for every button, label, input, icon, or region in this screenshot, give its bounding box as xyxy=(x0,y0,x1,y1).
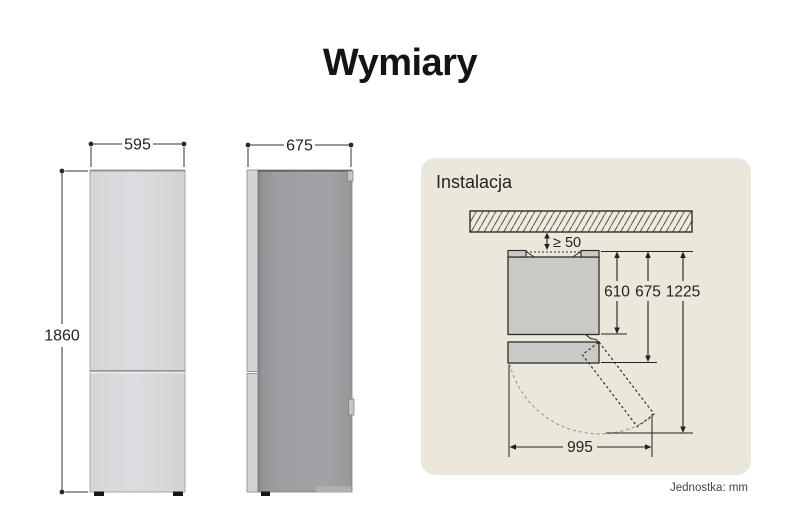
front-width-dimension xyxy=(88,141,187,167)
side-door-lower xyxy=(246,373,259,493)
open-door-outline xyxy=(581,341,655,428)
extension-lines xyxy=(601,251,693,434)
door-swing-arc xyxy=(509,363,654,435)
side-hinge-mid xyxy=(348,398,355,416)
arrow-up-icon xyxy=(614,251,620,258)
wall-hatch xyxy=(469,210,693,233)
swing-width-dimension xyxy=(508,365,653,457)
side-door-upper xyxy=(246,169,259,372)
side-fridge-body xyxy=(257,169,353,493)
arrow-up-icon xyxy=(645,251,651,258)
open-depth-label: 1225 xyxy=(666,284,700,301)
arrow-left-icon xyxy=(509,444,516,450)
body-depth-dimension xyxy=(614,251,620,334)
clearance-dimension xyxy=(544,232,550,250)
clearance-label: ≥ 50 xyxy=(553,235,581,251)
unit-note: Jednostka: mm xyxy=(670,482,748,494)
top-view-hinge-left xyxy=(507,249,527,258)
arrow-up-icon xyxy=(544,232,550,239)
page-title: Wymiary xyxy=(322,42,478,84)
body-depth-label: 610 xyxy=(604,284,630,301)
front-foot-left xyxy=(94,491,104,496)
total-depth-dimension xyxy=(645,251,651,362)
side-depth-label: 675 xyxy=(286,138,313,155)
open-depth-dimension xyxy=(680,251,686,433)
side-plinth xyxy=(316,486,352,492)
total-depth-label: 675 xyxy=(635,284,661,301)
swing-width-label: 995 xyxy=(567,439,593,456)
installation-heading: Instalacja xyxy=(436,172,513,192)
side-hinge-top xyxy=(347,170,354,182)
arrow-down-icon xyxy=(645,355,651,362)
front-foot-right xyxy=(173,491,183,496)
arrow-down-icon xyxy=(544,244,550,250)
arrow-up-icon xyxy=(680,251,686,258)
top-view-fridge-body xyxy=(507,249,600,336)
front-fridge-body xyxy=(89,169,186,493)
front-width-label: 595 xyxy=(124,137,151,154)
side-depth-dimension xyxy=(245,142,354,167)
hinge-break-line xyxy=(585,334,600,343)
side-foot xyxy=(261,491,270,496)
arrow-down-icon xyxy=(680,426,686,433)
top-view-hinge-right xyxy=(580,249,600,258)
installation-diagram: ≥ 50 xyxy=(469,210,700,457)
front-height-dimension xyxy=(59,168,88,495)
arrow-right-icon xyxy=(645,444,652,450)
side-view: 675 xyxy=(245,138,355,496)
top-view-door xyxy=(507,341,600,364)
front-view: 595 1860 xyxy=(44,137,187,496)
arrow-down-icon xyxy=(614,327,620,334)
front-height-label: 1860 xyxy=(44,328,80,345)
